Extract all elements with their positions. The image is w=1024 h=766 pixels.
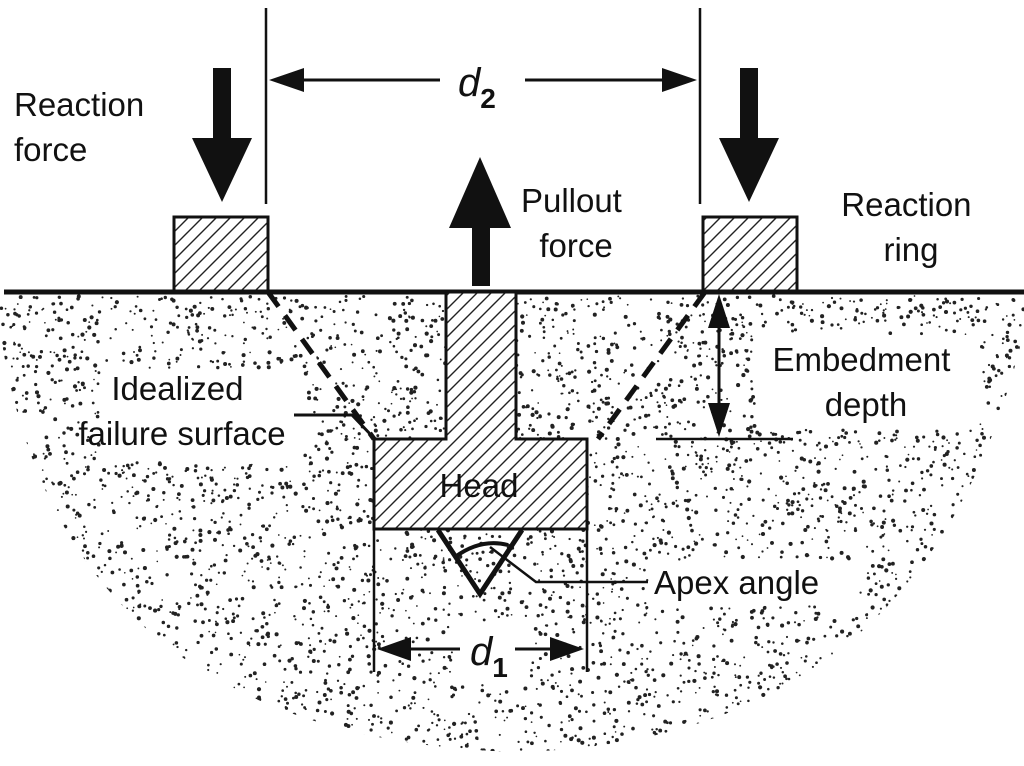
- reaction-force-label: Reaction force: [14, 86, 153, 168]
- d2-label: d2: [458, 61, 496, 114]
- head-label: Head: [440, 467, 519, 504]
- failure-surface-leader: [294, 413, 374, 438]
- reaction-ring-left: [172, 215, 270, 293]
- d2-dimension-line: [269, 68, 697, 92]
- reaction-ring-label: Reaction ring: [841, 186, 980, 268]
- pullout-force-arrow: [449, 157, 511, 286]
- failure-surface-label: Idealized failure surface: [78, 370, 285, 452]
- embedment-depth-arrow: [708, 294, 730, 437]
- pullout-force-label: Pullout force: [521, 182, 631, 264]
- reaction-force-arrow-left: [192, 68, 252, 202]
- d1-label: d1: [470, 630, 508, 683]
- embedment-depth-label: Embedment depth: [772, 341, 959, 423]
- failure-surface-left: [265, 290, 377, 441]
- apex-angle-arc: [453, 541, 509, 559]
- apex-angle-label: Apex angle: [654, 564, 819, 601]
- apex-cone: [435, 528, 525, 599]
- reaction-force-arrow-right: [719, 68, 779, 202]
- d1-dimension-line: [377, 637, 584, 661]
- apex-angle-leader: [489, 546, 648, 584]
- failure-surface-right: [595, 290, 708, 441]
- reaction-ring-right: [701, 215, 799, 293]
